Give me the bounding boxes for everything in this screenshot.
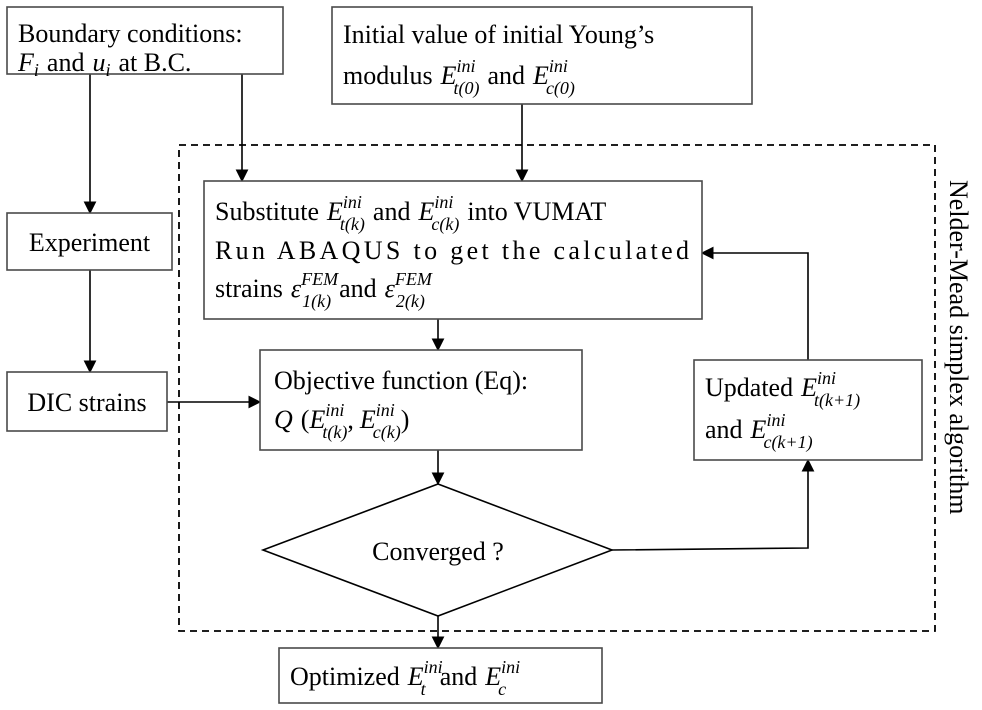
nelder-mead-label: Nelder-Mead simplex algorithm — [944, 180, 973, 515]
experiment-label: Experiment — [29, 228, 151, 257]
boundary-title: Boundary conditions: — [18, 19, 243, 48]
initial-title: Initial value of initial Young’s — [343, 20, 654, 49]
converged-label: Converged ? — [372, 537, 504, 566]
initial-value-box: Initial value of initial Young’s modulus… — [331, 6, 753, 105]
objective-title: Objective function (Eq): — [274, 366, 528, 395]
converged-decision: Converged ? — [260, 483, 615, 617]
arrow-converged-to-updated — [611, 458, 815, 551]
arrow-updated-to-substitute — [700, 246, 809, 360]
nelder-mead-loop-region — [178, 144, 936, 632]
dic-label: DIC strains — [27, 388, 146, 417]
experiment-box: Experiment — [6, 212, 173, 271]
dic-strains-box: DIC strains — [6, 371, 168, 432]
substitute-line2: Run ABAQUS to get the calculated — [215, 236, 689, 265]
converged-diamond — [260, 483, 615, 617]
